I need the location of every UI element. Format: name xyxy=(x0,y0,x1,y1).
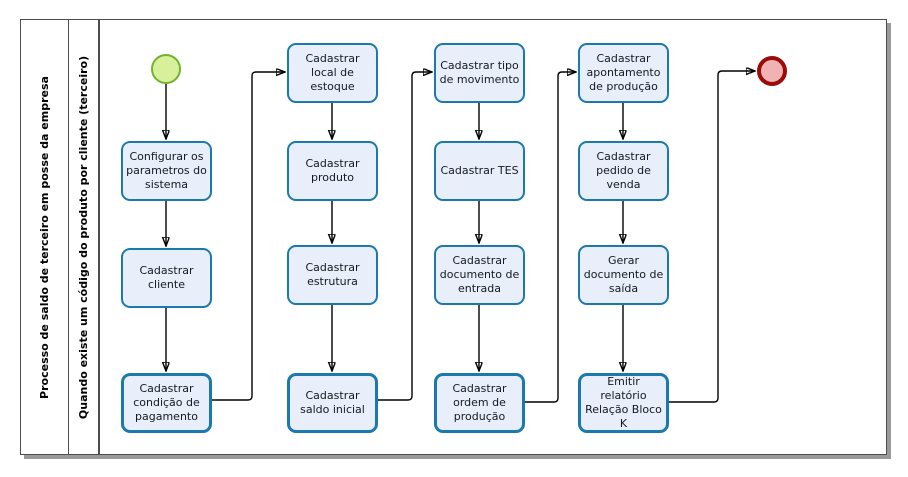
task-cadastrar-pedido-venda[interactable]: Cadastrar pedido de venda xyxy=(578,141,669,201)
pool-title: Processo de saldo de terceiro em posse d… xyxy=(38,75,52,399)
task-label: Cadastrar condição de pagamento xyxy=(133,382,200,423)
task-label: Cadastrar apontamento de produção xyxy=(586,52,661,93)
task-label: Cadastrar saldo inicial xyxy=(300,389,365,416)
task-cadastrar-tes[interactable]: Cadastrar TES xyxy=(434,141,525,201)
task-cadastrar-estrutura[interactable]: Cadastrar estrutura xyxy=(287,245,378,305)
lane-label-band: Quando existe um código do produto por c… xyxy=(69,20,100,454)
task-label: Cadastrar cliente xyxy=(139,264,194,291)
task-emitir-relatorio-bloco-k[interactable]: Emitir relatório Relação Bloco K xyxy=(578,373,669,433)
task-label: Cadastrar ordem de produção xyxy=(452,382,507,423)
task-label: Cadastrar produto xyxy=(305,157,360,184)
task-label: Cadastrar pedido de venda xyxy=(596,150,651,191)
task-cadastrar-tipo-movimento[interactable]: Cadastrar tipo de movimento xyxy=(434,43,525,103)
task-label: Emitir relatório Relação Bloco K xyxy=(585,375,662,430)
task-configurar-parametros-sistema[interactable]: Configurar os parametros do sistema xyxy=(121,141,212,201)
task-label: Cadastrar tipo de movimento xyxy=(439,59,520,86)
pool-label-band: Processo de saldo de terceiro em posse d… xyxy=(21,20,69,454)
task-cadastrar-cliente[interactable]: Cadastrar cliente xyxy=(121,248,212,308)
task-label: Cadastrar estrutura xyxy=(305,261,360,288)
task-label: Cadastrar local de estoque xyxy=(305,52,360,93)
task-cadastrar-local-estoque[interactable]: Cadastrar local de estoque xyxy=(287,43,378,103)
task-gerar-documento-saida[interactable]: Gerar documento de saída xyxy=(578,245,669,305)
task-label: Configurar os parametros do sistema xyxy=(126,150,207,191)
task-label: Cadastrar documento de entrada xyxy=(439,254,520,295)
task-cadastrar-ordem-producao[interactable]: Cadastrar ordem de produção xyxy=(434,373,525,433)
task-cadastrar-condicao-pagamento[interactable]: Cadastrar condição de pagamento xyxy=(121,373,212,433)
task-label: Cadastrar TES xyxy=(440,164,519,178)
task-cadastrar-saldo-inicial[interactable]: Cadastrar saldo inicial xyxy=(287,373,378,433)
task-cadastrar-produto[interactable]: Cadastrar produto xyxy=(287,141,378,201)
task-cadastrar-documento-entrada[interactable]: Cadastrar documento de entrada xyxy=(434,245,525,305)
task-label: Gerar documento de saída xyxy=(583,254,664,295)
end-event[interactable] xyxy=(757,56,787,86)
lane-title: Quando existe um código do produto por c… xyxy=(77,55,90,419)
start-event[interactable] xyxy=(151,54,181,84)
task-cadastrar-apontamento-producao[interactable]: Cadastrar apontamento de produção xyxy=(578,43,669,103)
